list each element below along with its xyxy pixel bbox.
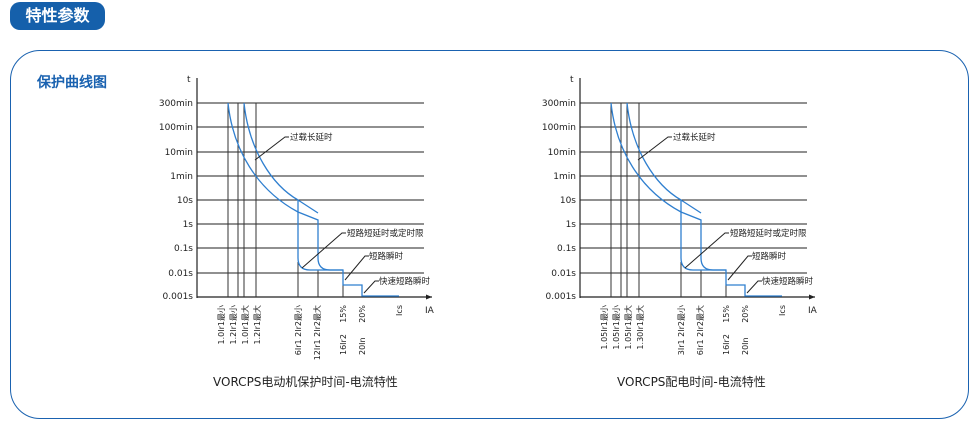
x-axis-arrow-icon	[809, 294, 815, 300]
panel-title: 保护曲线图	[37, 75, 107, 91]
y-axis-label: t	[570, 75, 574, 85]
y-tick-label: 0.001s	[163, 292, 194, 302]
annotation-label: 短路瞬时	[369, 251, 404, 262]
annotation-leader	[254, 136, 289, 161]
y-tick-label: 100min	[542, 123, 576, 133]
y-tick-label: 10s	[177, 196, 193, 206]
y-tick-label: 300min	[159, 99, 193, 109]
x-tick-label: 1.2Ir1最小	[229, 305, 238, 344]
annotation-label: 短路短延时或定时限	[347, 228, 424, 239]
y-tick-label: 0.1s	[174, 244, 193, 254]
x-axis-label: IA	[808, 306, 818, 316]
x-tick-label: 12Ir1 2Ir2最大	[312, 305, 322, 360]
x-tick-label: 1.05Ir1最小	[600, 305, 609, 350]
x-tick-label: 1.05Ir1最大	[623, 305, 633, 350]
annotation-leader	[344, 255, 369, 281]
annotation-leader	[637, 136, 672, 161]
annotation-leader	[746, 280, 762, 294]
y-tick-label: 0.001s	[546, 292, 577, 302]
annotation-label: 快速短路瞬时	[762, 276, 814, 287]
annotation-label: 过载长延时	[290, 132, 333, 143]
y-tick-label: 100min	[159, 123, 193, 133]
x-tick-label: 1.2Ir1最大	[252, 305, 262, 344]
x-tick-label: 6Ir1 2Ir2最小	[294, 305, 303, 355]
annotation-label: 短路瞬时	[752, 251, 787, 262]
annotation-label: 快速短路瞬时	[379, 276, 431, 287]
x-tick-label: 1.30Ir1最大	[635, 305, 645, 350]
x-tick-label: 1.0Ir1最大	[240, 305, 250, 344]
chart-1-caption: VORCPS电动机保护时间-电流特性	[213, 375, 398, 389]
annotation-leader	[363, 280, 379, 294]
y-tick-label: 0.01s	[551, 269, 576, 279]
y-tick-label: 0.1s	[557, 244, 576, 254]
x-tick-label-percent: 15%	[339, 305, 348, 323]
chart-2-caption: VORCPS配电时间-电流特性	[617, 375, 766, 389]
y-tick-label: 1min	[553, 172, 576, 182]
y-tick-label: 10min	[548, 148, 576, 158]
annotation-label: 过载长延时	[673, 132, 716, 143]
curve-panel	[10, 50, 969, 419]
x-tick-label: 6Ir1 2Ir2最大	[695, 305, 705, 355]
x-tick-label-percent: 15%	[722, 305, 731, 323]
x-tick-label: 20In	[741, 337, 750, 355]
annotation-leader	[301, 232, 346, 269]
y-tick-label: 1s	[183, 220, 194, 230]
annotation-leader	[727, 255, 752, 281]
section-header-badge: 特性参数	[10, 2, 105, 30]
x-tick-label: 1.05Ir1最小	[612, 305, 621, 350]
x-axis-label: IA	[425, 306, 435, 316]
x-tick-label: 16Ir2	[339, 334, 348, 355]
y-tick-label: 1s	[566, 220, 577, 230]
y-tick-label: 300min	[542, 99, 576, 109]
x-tick-label: 1.0Ir1最小	[217, 305, 226, 344]
annotation-leader	[684, 232, 729, 269]
trip-curve-max	[243, 102, 343, 271]
x-axis-arrow-icon	[426, 294, 432, 300]
y-axis-label: t	[187, 75, 191, 85]
y-tick-label: 10s	[560, 196, 576, 206]
x-tick-label-percent: 20%	[741, 305, 750, 323]
x-tick-label: 3Ir1 2Ir2最小	[677, 305, 686, 355]
x-tick-label: 16Ir2	[722, 334, 731, 355]
x-tick-label: Ics	[778, 305, 787, 316]
x-tick-label-percent: 20%	[358, 305, 367, 323]
y-tick-label: 1min	[170, 172, 193, 182]
y-tick-label: 10min	[165, 148, 193, 158]
x-tick-label: 20In	[358, 337, 367, 355]
y-tick-label: 0.01s	[168, 269, 193, 279]
annotation-label: 短路短延时或定时限	[730, 228, 807, 239]
x-tick-label: Ics	[395, 305, 404, 316]
trip-curve-max	[626, 102, 726, 271]
